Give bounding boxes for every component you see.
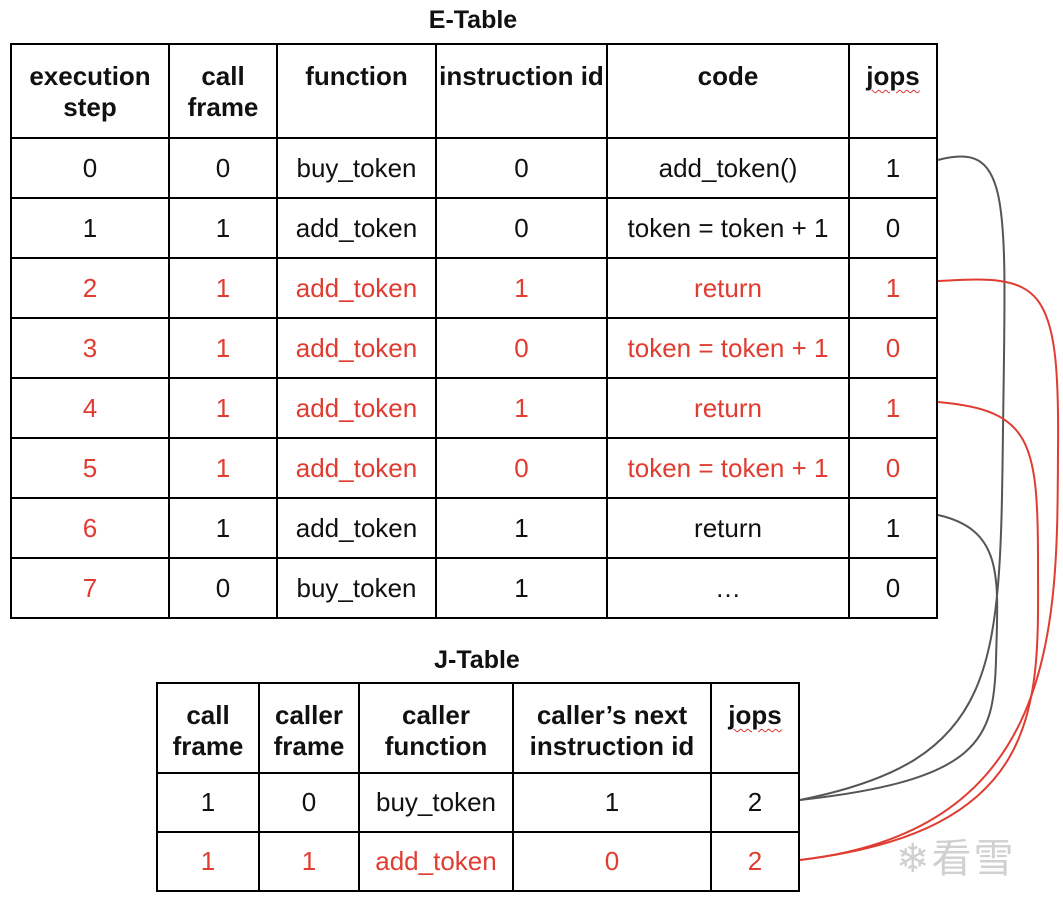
watermark-text: 看雪	[931, 836, 1016, 882]
j-table: call frame caller frame caller function …	[156, 682, 800, 892]
e-cell-jops: 1	[848, 257, 938, 319]
e-cell-execution-step: 4	[10, 377, 170, 439]
e-cell-code: token = token + 1	[606, 317, 850, 379]
e-cell-execution-step: 2	[10, 257, 170, 319]
e-cell-function: buy_token	[276, 557, 437, 619]
j-table-header-row: call frame caller frame caller function …	[156, 682, 800, 774]
e-cell-jops: 1	[848, 137, 938, 199]
j-header-caller-function: caller function	[358, 682, 514, 774]
e-cell-execution-step: 1	[10, 197, 170, 259]
j-cell-next-instruction-id: 1	[512, 772, 712, 833]
e-cell-execution-step: 7	[10, 557, 170, 619]
e-header-instruction-id: instruction id	[435, 43, 608, 139]
e-cell-instruction-id: 0	[435, 437, 608, 499]
e-cell-instruction-id: 1	[435, 497, 608, 559]
e-cell-call-frame: 1	[168, 317, 278, 379]
e-cell-call-frame: 1	[168, 257, 278, 319]
j-header-next-instruction-id: caller’s next instruction id	[512, 682, 712, 774]
j-cell-call-frame: 1	[156, 772, 260, 833]
link-curve-e6-to-j0	[799, 514, 999, 801]
e-cell-jops: 0	[848, 557, 938, 619]
e-cell-execution-step: 3	[10, 317, 170, 379]
j-cell-caller-frame: 0	[258, 772, 360, 833]
j-cell-jops: 2	[710, 772, 800, 833]
j-header-jops-label: jops	[728, 700, 782, 730]
e-cell-call-frame: 1	[168, 437, 278, 499]
e-header-call-frame: call frame	[168, 43, 278, 139]
e-cell-execution-step: 5	[10, 437, 170, 499]
e-cell-code: add_token()	[606, 137, 850, 199]
e-cell-instruction-id: 0	[435, 317, 608, 379]
e-cell-code: return	[606, 377, 850, 439]
e-cell-call-frame: 0	[168, 137, 278, 199]
e-cell-jops: 0	[848, 197, 938, 259]
j-cell-caller-function: add_token	[358, 831, 514, 892]
e-cell-function: add_token	[276, 197, 437, 259]
e-cell-call-frame: 0	[168, 557, 278, 619]
e-table-title: E-Table	[428, 6, 518, 34]
e-cell-function: buy_token	[276, 137, 437, 199]
e-cell-function: add_token	[276, 377, 437, 439]
link-curve-e0-to-j0	[799, 155, 1006, 801]
e-cell-jops: 0	[848, 437, 938, 499]
e-header-execution-step: execution step	[10, 43, 170, 139]
e-header-function: function	[276, 43, 437, 139]
e-cell-jops: 0	[848, 317, 938, 379]
e-cell-function: add_token	[276, 437, 437, 499]
j-table-title: J-Table	[434, 646, 520, 674]
j-cell-jops: 2	[710, 831, 800, 892]
j-cell-caller-function: buy_token	[358, 772, 514, 833]
e-cell-jops: 1	[848, 497, 938, 559]
e-cell-function: add_token	[276, 317, 437, 379]
j-header-jops: jops	[710, 682, 800, 774]
e-cell-code: return	[606, 257, 850, 319]
e-cell-instruction-id: 0	[435, 197, 608, 259]
link-curve-e2-to-j1	[799, 278, 1060, 861]
j-cell-next-instruction-id: 0	[512, 831, 712, 892]
e-header-jops: jops	[848, 43, 938, 139]
j-header-call-frame: call frame	[156, 682, 260, 774]
e-header-jops-label: jops	[866, 61, 920, 91]
link-curve-e4-to-j1	[799, 401, 1040, 861]
e-cell-instruction-id: 0	[435, 137, 608, 199]
e-table-header-row: execution step call frame function instr…	[10, 43, 938, 139]
e-cell-code: token = token + 1	[606, 437, 850, 499]
e-cell-code: token = token + 1	[606, 197, 850, 259]
e-cell-call-frame: 1	[168, 197, 278, 259]
e-cell-instruction-id: 1	[435, 557, 608, 619]
j-cell-call-frame: 1	[156, 831, 260, 892]
e-cell-function: add_token	[276, 257, 437, 319]
j-header-caller-frame: caller frame	[258, 682, 360, 774]
e-table: execution step call frame function instr…	[10, 43, 938, 619]
e-cell-call-frame: 1	[168, 377, 278, 439]
e-cell-instruction-id: 1	[435, 257, 608, 319]
e-cell-call-frame: 1	[168, 497, 278, 559]
e-cell-execution-step: 0	[10, 137, 170, 199]
e-cell-execution-step: 6	[10, 497, 170, 559]
e-cell-code: return	[606, 497, 850, 559]
e-cell-function: add_token	[276, 497, 437, 559]
e-header-code: code	[606, 43, 850, 139]
e-cell-instruction-id: 1	[435, 377, 608, 439]
j-cell-caller-frame: 1	[258, 831, 360, 892]
e-cell-jops: 1	[848, 377, 938, 439]
watermark-logo: ❄看雪	[896, 836, 1016, 882]
e-cell-code: …	[606, 557, 850, 619]
